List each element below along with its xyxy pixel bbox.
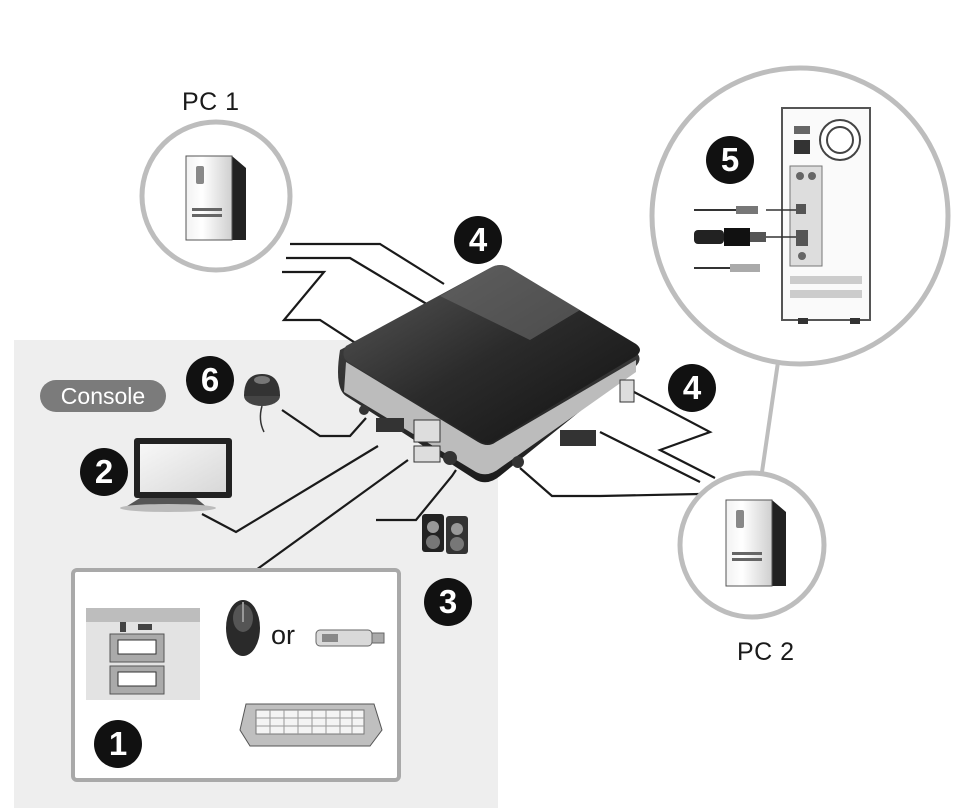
callout-6: 6 — [186, 356, 234, 404]
pc-rear-panel-icon — [694, 107, 871, 324]
pc1-tower-icon — [185, 155, 246, 241]
usb-port-panel — [86, 608, 200, 700]
or-label: or — [271, 620, 296, 650]
callout-3: 3 — [424, 578, 472, 626]
console-label: Console — [40, 380, 166, 412]
speakers-icon — [422, 514, 468, 554]
pc1-label: PC 1 — [182, 88, 240, 116]
kvm-switch-icon — [338, 265, 640, 483]
callout-4-top: 4 — [454, 216, 502, 264]
callout-4-right: 4 — [668, 364, 716, 412]
callout-5: 5 — [706, 136, 754, 184]
callout-1: 1 — [94, 720, 142, 768]
mouse-icon — [226, 600, 260, 656]
pc2-label: PC 2 — [737, 638, 795, 666]
cables — [154, 242, 780, 720]
pc2-tower-icon — [725, 499, 786, 587]
callout-2: 2 — [80, 448, 128, 496]
usb-drive-icon — [315, 629, 385, 647]
remote-switch-icon — [244, 374, 280, 433]
monitor-icon — [120, 438, 232, 512]
keyboard-icon — [239, 703, 383, 747]
